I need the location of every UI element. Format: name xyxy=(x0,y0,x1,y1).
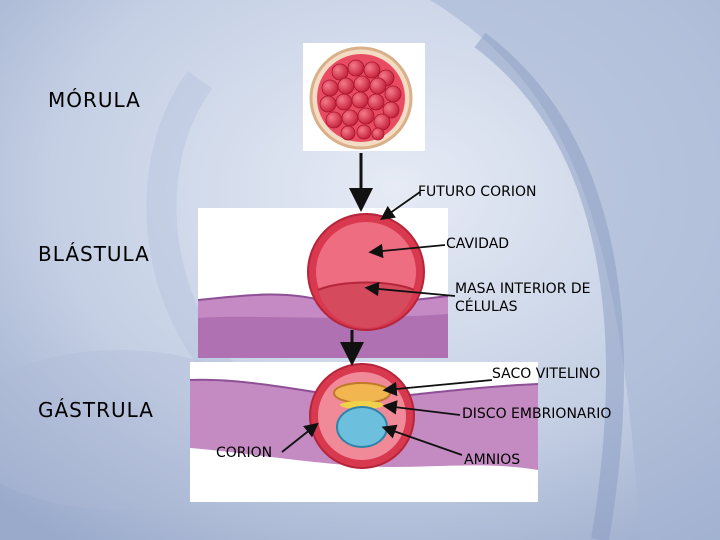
label-amnios: AMNIOS xyxy=(464,452,521,468)
label-masa-line1: MASA INTERIOR DE xyxy=(455,281,591,297)
label-futuro-corion: FUTURO CORION xyxy=(418,184,537,200)
stage-label-morula: MÓRULA xyxy=(48,88,141,112)
label-masa-line2: CÉLULAS xyxy=(455,299,518,315)
morula-illustration xyxy=(309,46,413,150)
label-cavidad: CAVIDAD xyxy=(446,236,510,252)
stage-label-gastrula: GÁSTRULA xyxy=(38,398,154,422)
label-corion: CORION xyxy=(216,445,273,461)
stage-label-blastula: BLÁSTULA xyxy=(38,242,150,266)
label-saco-vitelino: SACO VITELINO xyxy=(492,366,601,382)
blastula-illustration xyxy=(197,213,449,358)
label-disco-embrionario: DISCO EMBRIONARIO xyxy=(462,406,612,422)
label-masa-interior: MASA INTERIOR DE CÉLULAS xyxy=(455,280,591,316)
